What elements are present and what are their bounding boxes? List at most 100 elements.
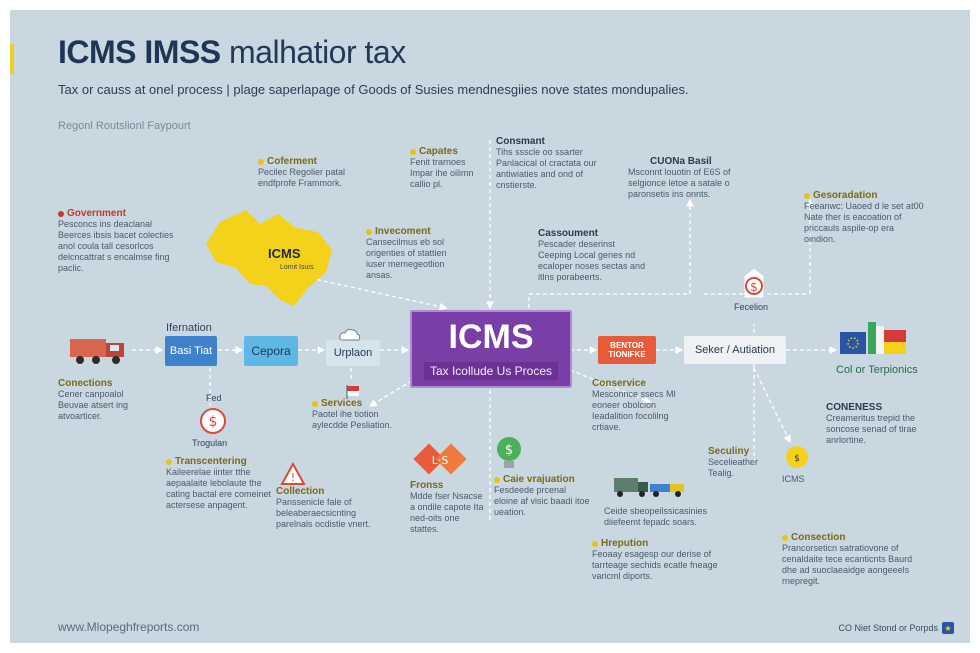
annotation-services-body: Paotel ihe tiotion aylecdde Pesliation. <box>312 409 393 430</box>
annotation-truck-note-body: Ceide sbeopeilssicasinies diiefeemt fepa… <box>604 506 708 527</box>
footer-credit: CO Niet Stond or Porpds ★ <box>838 622 954 634</box>
annotation-consmant-body: Tihs ssscle oo ssarter Panlacical ol cra… <box>496 147 597 190</box>
annotation-process-head: Fronss <box>410 480 444 491</box>
annotation-hrepution-body: Feoaay esagesp our derise of tarrteage s… <box>592 549 718 581</box>
annotation-security-body: Secelieather Tealig. <box>708 457 759 478</box>
map-label: ICMS <box>268 246 301 261</box>
annotation-conections-body: Cener canpoalol Beuvae atsert ing atvoar… <box>58 389 129 421</box>
cepora-box[interactable]: Cepora <box>244 336 298 366</box>
eu-flag-icon: ★ <box>942 622 954 634</box>
annotation-hrepution: Hrepution Feoaay esagesp our derise of t… <box>592 538 732 582</box>
process-icon: L·S <box>413 443 467 475</box>
annotation-cuona-body: Msconnt louotin of E6S of selgionce leto… <box>628 167 731 199</box>
annotation-consmant: Consmant Tihs ssscle oo ssarter Panlacic… <box>496 136 600 191</box>
annotation-conservice: Conservice Mesconnce ssecs Ml eoneer obo… <box>592 378 692 433</box>
trogulan-label: Trogulan <box>192 438 228 448</box>
basi-box[interactable]: Basi Tiat <box>165 336 217 366</box>
annotation-consection-head: Consection <box>791 532 846 543</box>
taxes-box[interactable]: BENTOR TIONIFKE <box>598 336 656 364</box>
accent-bar <box>10 44 14 74</box>
dollar-bulb-icon: $ <box>497 437 521 468</box>
annotation-transcentering: Transcentering Kaileerelae iinter tthe a… <box>166 456 274 511</box>
annotation-coferment-body: Pecilec Regolier patal endfprofe Frammor… <box>258 167 346 188</box>
trucks-icon <box>614 478 684 497</box>
flag-icon <box>346 385 359 399</box>
money-tag-icon: $ <box>743 267 765 299</box>
svg-text:$: $ <box>750 280 758 294</box>
icms-center-title: ICMS <box>448 318 534 356</box>
annotation-consection-body: Prancorseticn satratiovone of cenaldaite… <box>782 543 913 586</box>
coin-icon: $ <box>786 446 808 468</box>
annotation-security: Seculiny Secelieather Tealig. <box>708 446 778 479</box>
annotation-gesoration: Gesoradation Feeanwc: Uaoed d le set at0… <box>804 190 928 245</box>
annotation-truck-note: Ceide sbeopeilssicasinies diiefeemt fepa… <box>604 506 714 528</box>
annotation-cassoument: Cassoument Pescader deserinst Ceeping Lo… <box>538 228 646 283</box>
warning-icon: ! <box>280 462 306 485</box>
annotation-collection-head: Collection <box>276 486 325 497</box>
annotation-conections: Conections Cener canpoalol Beuvae atsert… <box>58 378 152 422</box>
annotation-process: Fronss Mdde fser Nsacse a ondile capote … <box>410 480 490 535</box>
annotation-government: Government Pesconcs ins deaclanal Beerce… <box>58 208 182 274</box>
footer-url[interactable]: www.Mlopeghfreports.com <box>58 620 200 634</box>
annotation-government-body: Pesconcs ins deaclanal Beerces ibsis bac… <box>58 219 174 273</box>
annotation-conness-head: CONENESS <box>826 402 883 413</box>
annotation-services-head: Services <box>321 398 363 409</box>
title-part-a: ICMS IMSS <box>58 34 221 70</box>
annotation-coferment-head: Coferment <box>267 156 318 167</box>
svg-text:!: ! <box>291 471 295 484</box>
urplaon-box[interactable]: Urplaon <box>326 340 380 366</box>
annotation-transcentering-head: Transcentering <box>175 456 247 467</box>
annotation-investment: Invecoment Cansecilmus eb sol origenties… <box>366 226 468 281</box>
annotation-valuation-head: Caie vrajuation <box>503 474 575 485</box>
annotation-transcentering-body: Kaileerelae iinter tthe aepaalaite lebol… <box>166 467 272 510</box>
annotation-capates-body: Fenit trarnoes Impar ihe oilimn callio p… <box>410 157 474 189</box>
annotation-investment-body: Cansecilmus eb sol origenties of stattie… <box>366 237 447 280</box>
annotation-government-head: Government <box>67 208 126 219</box>
annotation-coferment: Coferment Pecilec Regolier patal endfpro… <box>258 156 370 189</box>
countries-label: Col or Terpionics <box>836 364 918 376</box>
annotation-collection: Collection Panssenicle fale of beleabera… <box>276 486 380 530</box>
page-subtitle: Tax or causs at onel process | plage sap… <box>58 82 689 97</box>
dollar-icon: $ <box>200 408 226 434</box>
annotation-cuona: CUONa Basil Msconnt louotin of E6S of se… <box>628 156 752 200</box>
icms-center-block[interactable]: ICMS Tax Icollude Us Proces <box>410 310 572 388</box>
truck-icon <box>70 339 124 364</box>
section-label: Regonl Routslionl Faypourt <box>58 120 191 132</box>
annotation-consmant-head: Consmant <box>496 136 545 147</box>
footer-credit-text: CO Niet Stond or Porpds <box>838 623 938 633</box>
fed-label: Fed <box>206 393 222 403</box>
annotation-investment-head: Invecoment <box>375 226 431 237</box>
icms-center-subtitle: Tax Icollude Us Proces <box>423 362 559 380</box>
annotation-hrepution-head: Hrepution <box>601 538 649 549</box>
map-sublabel: Lomit Isuis <box>280 264 314 271</box>
annotation-consection: Consection Prancorseticn satratiovone of… <box>782 532 922 587</box>
flow-top-label: Ifernation <box>166 322 212 334</box>
annotation-conness: CONENESS Creameritus trepid the soncose … <box>826 402 930 446</box>
annotation-capates: Capates Fenit trarnoes Impar ihe oilimn … <box>410 146 488 190</box>
annotation-capates-head: Capates <box>419 146 458 157</box>
annotation-cassoument-head: Cassoument <box>538 228 599 239</box>
annotation-valuation-body: Fesdeede prcenal eloine af visic baadi i… <box>494 485 590 517</box>
annotation-conservice-head: Conservice <box>592 378 646 389</box>
seker-box[interactable]: Seker / Autiation <box>684 336 786 364</box>
svg-text:$: $ <box>209 414 218 430</box>
fecelion-label: Fecelion <box>734 302 769 312</box>
annotation-cuona-head: CUONa Basil <box>650 156 712 167</box>
flags-icon <box>840 322 906 354</box>
annotation-conness-body: Creameritus trepid the soncose senad of … <box>826 413 917 445</box>
annotation-conservice-body: Mesconnce ssecs Ml eoneer obolcion Ieada… <box>592 389 676 432</box>
page-title: ICMS IMSS malhatior tax <box>58 34 406 71</box>
annotation-valuation: Caie vrajuation Fesdeede prcenal eloine … <box>494 474 590 518</box>
diagram-canvas: ICMS IMSS malhatior tax Tax or causs at … <box>10 10 970 643</box>
annotation-conections-head: Conections <box>58 378 113 389</box>
annotation-process-body: Mdde fser Nsacse a ondile capote Ita ned… <box>410 491 484 534</box>
annotation-cassoument-body: Pescader deserinst Ceeping Local genes n… <box>538 239 646 282</box>
svg-text:$: $ <box>794 454 800 464</box>
annotation-icms-tag-text: ICMS <box>782 474 805 484</box>
svg-text:L·S: L·S <box>432 454 449 467</box>
svg-text:$: $ <box>505 443 513 458</box>
annotation-gesoration-head: Gesoradation <box>813 190 878 201</box>
annotation-collection-body: Panssenicle fale of beleaberaecsicnting … <box>276 497 371 529</box>
cloud-icon <box>339 328 361 341</box>
brazil-map-shape <box>206 210 332 306</box>
